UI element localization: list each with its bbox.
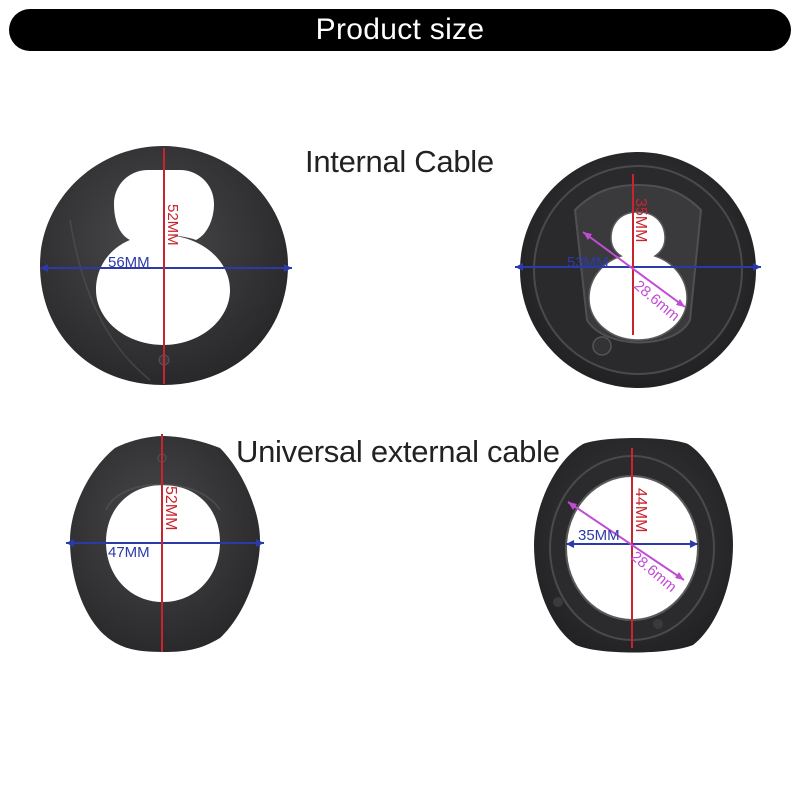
dimension-label-width: 53MM [567,254,609,271]
product-internal-front: 56MM 52MM [40,146,292,385]
rubber-cover-body [40,146,288,385]
rubber-cover-body [70,436,260,652]
product-external-front: 47MM 52MM [66,434,264,652]
product-internal-back: 53MM 35MM 28.6mm [515,152,761,388]
dimension-label-height: 44MM [632,488,649,532]
section-label-internal: Internal Cable [305,144,494,179]
page-title: Product size [315,13,485,46]
dimension-label-height: 52MM [162,486,179,530]
dimension-line-diagonal [567,501,685,581]
header-banner: Product size [9,9,791,51]
dimension-line-diagonal [582,231,686,308]
dimension-label-width: 47MM [108,544,150,561]
dimension-label-width: 56MM [108,254,150,271]
section-label-external: Universal external cable [236,434,560,469]
dimension-label-height: 52MM [164,204,181,246]
dimension-label-width: 35MM [578,527,620,544]
dimension-label-height: 35MM [632,198,649,242]
product-external-back: 35MM 44MM 28.6mm [534,438,733,653]
